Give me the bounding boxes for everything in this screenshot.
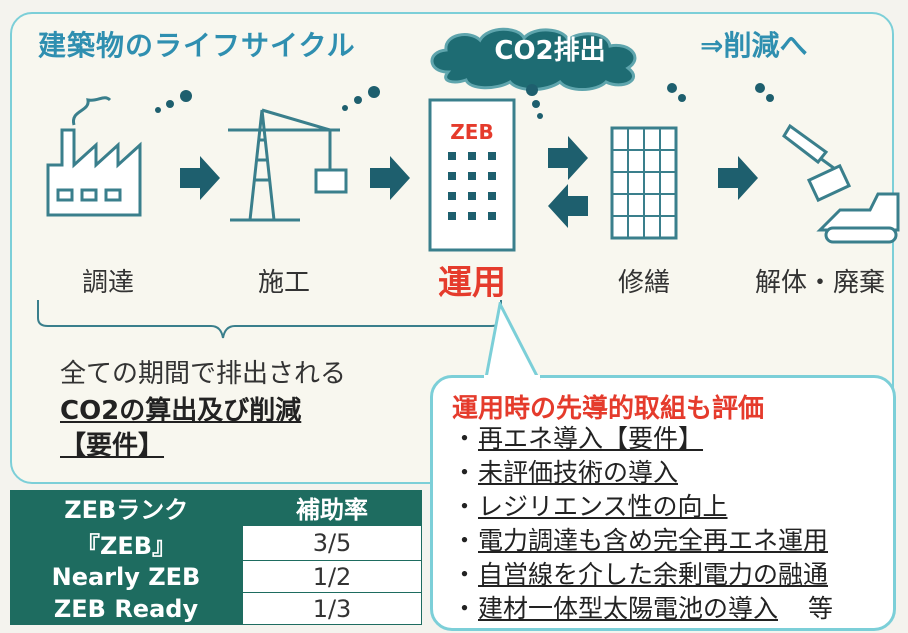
list-item: ・レジリエンス性の向上 (452, 492, 728, 521)
list-item: ・未評価技術の導入 (452, 458, 679, 487)
co2-emission-label: CO2排出 (494, 36, 606, 66)
list-item: ・再エネ導入【要件】 (452, 424, 704, 453)
factory-icon (46, 96, 142, 217)
stage-label-repair: 修繕 (617, 268, 670, 298)
table-cell-rank: Nearly ZEB (10, 560, 243, 593)
table-cell-rank: ZEB Ready (10, 592, 243, 625)
stage-label-demolition: 解体・廃棄 (754, 268, 885, 298)
table-header-rate: 補助率 (242, 490, 422, 526)
table-row: ZEB Ready 1/3 (10, 592, 422, 625)
co2-calc-note: CO2の算出及び削減 (60, 396, 302, 426)
scaffold-building-icon (610, 126, 678, 240)
bubble-pointer (484, 302, 541, 381)
table-cell-rank: 『ZEB』 (10, 525, 243, 561)
cloud-icon (430, 27, 637, 91)
table-cell-rate: 3/5 (242, 525, 422, 561)
lifecycle-title: 建築物のライフサイクル (38, 29, 356, 62)
period-note: 全ての期間で排出される (60, 359, 347, 389)
table-cell-rate: 1/2 (242, 560, 422, 593)
list-item: ・電力調達も含め完全再エネ運用 (452, 526, 829, 555)
table-header-rank: ZEBランク (10, 490, 243, 526)
stage-label-operation: 運用 (438, 263, 506, 303)
reduce-label: ⇒削減へ (700, 29, 808, 62)
table-row: Nearly ZEB 1/2 (10, 560, 422, 593)
stage-label-procurement: 調達 (81, 268, 134, 298)
bulldozer-icon (782, 123, 900, 244)
operation-bubble (430, 375, 896, 631)
requirement-note: 【要件】 (60, 431, 165, 461)
lifecycle-illustrations (46, 83, 900, 252)
zeb-rank-table: ZEBランク 補助率 『ZEB』 3/5 Nearly ZEB 1/2 ZEB … (10, 490, 422, 625)
list-item: ・建材一体型太陽電池の導入等 (452, 594, 834, 623)
table-row: 『ZEB』 3/5 (10, 525, 422, 561)
zeb-sign: ZEB (450, 120, 494, 144)
table-cell-rate: 1/3 (242, 592, 422, 625)
stage-label-construction: 施工 (257, 268, 310, 298)
zeb-building-icon (428, 98, 516, 252)
list-item: ・自営線を介した余剰電力の融通 (452, 560, 829, 589)
crane-icon (228, 108, 348, 222)
list-suffix: 等 (808, 594, 834, 623)
flow-arrows (180, 136, 758, 228)
period-bracket (37, 300, 502, 339)
operation-title: 運用時の先導的取組も評価 (452, 394, 765, 424)
emission-dots (155, 83, 774, 119)
operation-list: ・再エネ導入【要件】 ・未評価技術の導入 ・レジリエンス性の向上 ・電力調達も含… (452, 422, 833, 626)
